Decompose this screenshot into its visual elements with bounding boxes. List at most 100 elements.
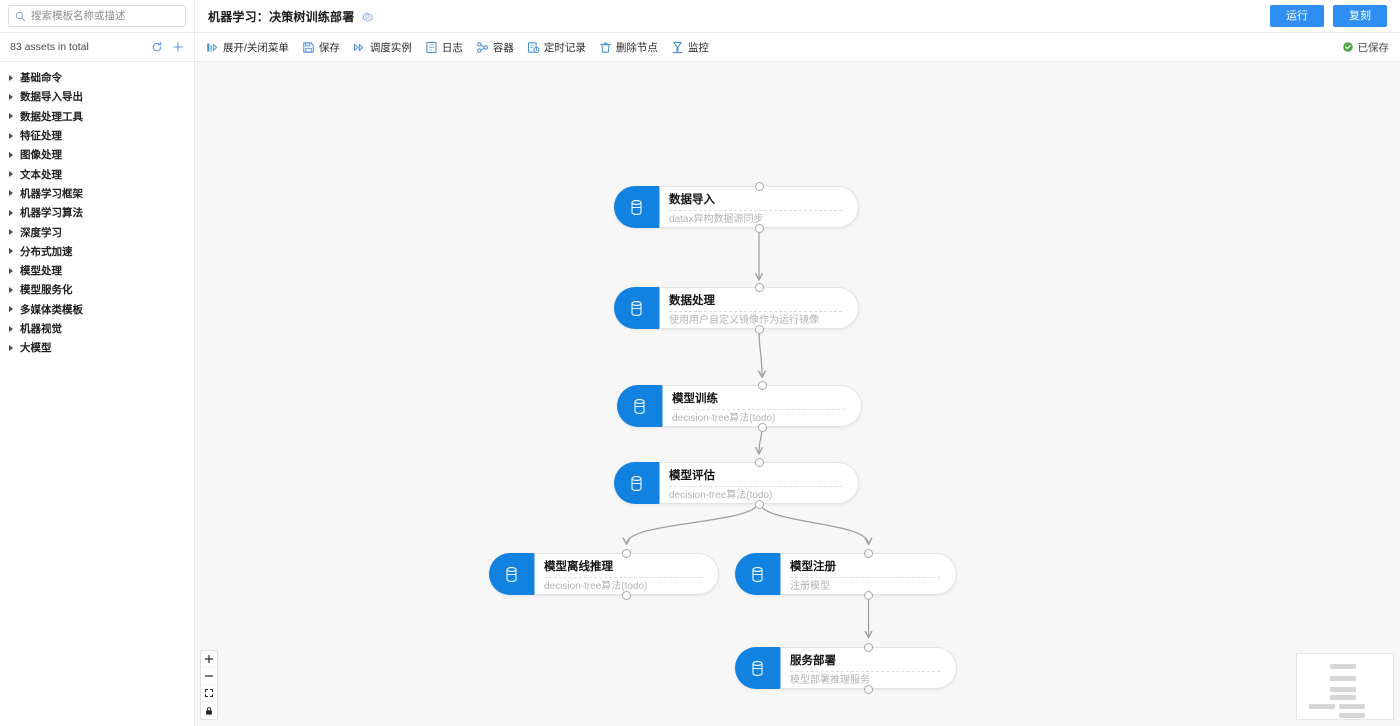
toolbar-item-expand-menu[interactable]: 展开/关闭菜单 [206,40,289,55]
minimap-node [1330,687,1356,692]
node-divider [790,576,940,578]
sidebar-item[interactable]: 特征处理 [0,126,194,145]
sidebar-item-label: 图像处理 [20,149,62,162]
main-body: 基础命令数据导入导出数据处理工具特征处理图像处理文本处理机器学习框架机器学习算法… [0,62,1400,726]
minimap-node [1330,664,1356,669]
toolbar-item-delete-node[interactable]: 删除节点 [599,40,658,55]
workflow-node[interactable]: 数据处理使用用户自定义镜像作为运行镜像 [614,287,859,329]
zoom-out-button[interactable] [201,668,217,685]
database-icon [504,566,519,583]
sidebar-item-label: 大模型 [20,342,52,355]
lock-canvas-button[interactable] [201,702,217,719]
toolbar-item-log[interactable]: 日志 [425,40,463,55]
node-output-port[interactable] [754,499,764,509]
sidebar-item[interactable]: 数据导入导出 [0,87,194,106]
workflow-edge[interactable] [627,501,760,544]
workflow-node[interactable]: 服务部署模型部署推理服务 [735,647,957,689]
workflow-edge[interactable] [758,501,869,544]
node-title: 模型注册 [790,560,836,573]
search-box[interactable] [8,5,186,27]
toolbar-item-container[interactable]: 容器 [476,40,514,55]
sidebar-item-label: 机器学习算法 [20,207,83,220]
minimap-node [1309,704,1335,709]
sidebar-item-label: 基础命令 [20,72,62,85]
gear-icon[interactable] [361,10,374,23]
sidebar-item[interactable]: 数据处理工具 [0,107,194,126]
fit-screen-button[interactable] [201,685,217,702]
node-type-badge [614,186,659,228]
node-output-port[interactable] [622,590,631,600]
toolbar-item-label: 保存 [318,41,340,54]
node-input-port[interactable] [864,642,873,652]
toolbar-item-schedule-instance[interactable]: 调度实例 [353,40,412,55]
node-input-port[interactable] [864,548,873,558]
sidebar-item-label: 数据处理工具 [20,110,83,123]
database-icon [750,566,765,583]
minimap-node [1339,704,1365,709]
toolbar-item-label: 删除节点 [615,41,658,54]
chevron-right-icon [9,171,13,178]
workflow-node[interactable]: 模型注册注册模型 [735,553,957,595]
sidebar-item[interactable]: 机器学习算法 [0,203,194,222]
node-output-port[interactable] [757,422,767,432]
sidebar-item[interactable]: 机器视觉 [0,319,194,338]
node-input-port[interactable] [754,181,764,191]
minimap[interactable] [1296,653,1394,720]
node-output-port[interactable] [754,223,764,233]
toolbar-item-timer-record[interactable]: 定时记录 [527,40,586,55]
sidebar-item[interactable]: 基础命令 [0,68,194,87]
sidebar-item-label: 数据导入导出 [20,91,83,104]
zoom-in-button[interactable] [201,651,217,668]
sidebar-item[interactable]: 深度学习 [0,222,194,241]
node-output-port[interactable] [864,590,873,600]
top-bar: 机器学习：决策树训练部署 运行 复刻 [0,0,1400,33]
check-circle-icon [1342,42,1353,52]
node-output-port[interactable] [754,324,764,334]
delete-node-icon [600,42,611,53]
workflow-edge[interactable] [759,327,762,377]
assets-header: 83 assets in total [0,33,195,61]
node-input-port[interactable] [754,282,764,292]
sidebar-item[interactable]: 多媒体类模板 [0,300,194,319]
fullscreen-icon [204,688,214,698]
node-output-port[interactable] [864,684,873,694]
node-title: 服务部署 [790,654,836,667]
refresh-icon[interactable] [151,41,163,53]
minus-icon [204,675,214,677]
minimap-node [1339,713,1365,718]
plus-icon[interactable] [172,41,184,53]
run-button[interactable]: 运行 [1270,5,1324,27]
search-input[interactable] [31,10,179,22]
sidebar-item[interactable]: 文本处理 [0,164,194,183]
sidebar-item[interactable]: 模型服务化 [0,280,194,299]
chevron-right-icon [9,344,13,351]
fork-button[interactable]: 复刻 [1333,5,1387,27]
node-input-port[interactable] [622,548,631,558]
sidebar-item[interactable]: 模型处理 [0,261,194,280]
sidebar-item-label: 机器学习框架 [20,187,83,200]
node-title: 模型评估 [669,469,715,482]
toolbar-item-label: 容器 [492,41,514,54]
sidebar-item-label: 特征处理 [20,130,62,143]
sidebar-item[interactable]: 分布式加速 [0,242,194,261]
sidebar-item[interactable]: 大模型 [0,338,194,357]
monitor-icon [672,41,683,53]
toolbar-item-monitor[interactable]: 监控 [671,40,709,55]
database-icon [629,199,644,216]
node-subtitle: datax异构数据源同步 [669,213,764,225]
sidebar-item[interactable]: 图像处理 [0,145,194,164]
node-input-port[interactable] [757,380,767,390]
node-input-port[interactable] [754,457,764,467]
toolbar-item-save[interactable]: 保存 [302,40,340,55]
sidebar-item[interactable]: 机器学习框架 [0,184,194,203]
node-type-badge [489,553,534,595]
